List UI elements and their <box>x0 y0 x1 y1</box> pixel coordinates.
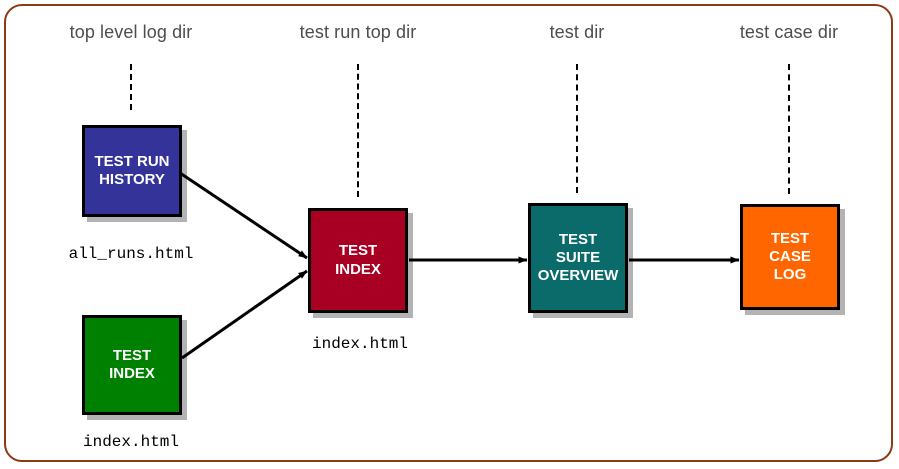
node-test-index-green-line-1: TEST <box>112 346 152 364</box>
node-test-case-log-line-2: CASE <box>769 247 811 265</box>
node-test-suite-overview-line-2: SUITE <box>555 248 601 266</box>
filename-index-html-red: index.html <box>311 335 409 353</box>
filename-index-html-green: index.html <box>82 433 180 451</box>
column-label-test-case-dir: test case dir <box>739 22 839 42</box>
node-test-index-red[interactable]: TEST INDEX <box>308 208 408 313</box>
column-label-test-dir: test dir <box>549 22 605 42</box>
filename-all-runs-html: all_runs.html <box>68 245 194 263</box>
node-test-case-log-line-3: LOG <box>773 266 807 284</box>
edge-green-index-to-red-index <box>181 269 308 360</box>
edge-history-to-index <box>179 171 308 260</box>
column-label-test-run-top-dir: test run top dir <box>299 22 417 42</box>
node-test-index-red-line-2: INDEX <box>335 260 381 278</box>
node-test-suite-overview[interactable]: TEST SUITE OVERVIEW <box>528 203 628 313</box>
node-test-case-log[interactable]: TEST CASE LOG <box>740 204 840 310</box>
dashed-connector-top-level-log-dir <box>130 64 132 110</box>
dashed-connector-test-case-dir <box>788 64 790 194</box>
node-test-run-history-line-1: TEST RUN <box>94 152 170 170</box>
node-test-index-red-line-1: TEST <box>338 242 378 260</box>
node-test-suite-overview-line-1: TEST <box>558 230 598 248</box>
node-test-run-history-line-2: HISTORY <box>99 171 165 188</box>
node-test-run-history[interactable]: TEST RUN HISTORY <box>82 125 182 217</box>
dashed-connector-test-run-top-dir <box>357 64 359 197</box>
node-test-index-green-line-2: INDEX <box>109 365 155 382</box>
dashed-connector-test-dir <box>576 64 578 193</box>
node-test-case-log-line-1: TEST <box>770 229 810 247</box>
node-test-suite-overview-line-3: OVERVIEW <box>537 267 619 285</box>
column-label-top-level-log-dir: top level log dir <box>69 22 193 42</box>
node-test-index-green[interactable]: TEST INDEX <box>82 315 182 415</box>
